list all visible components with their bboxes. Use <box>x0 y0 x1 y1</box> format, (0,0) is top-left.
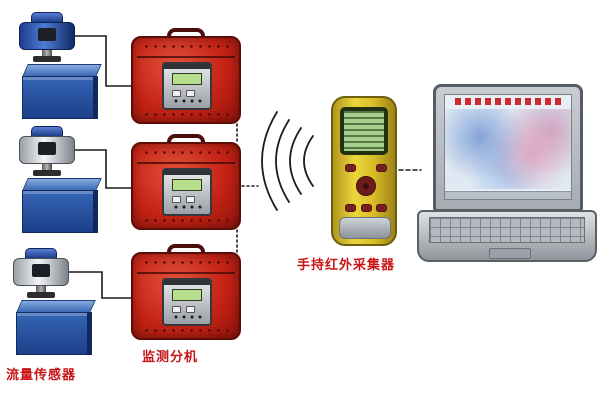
transmitter-base <box>27 292 55 298</box>
transmitter-neck <box>42 164 52 170</box>
case-handle <box>167 134 205 148</box>
case-rivets <box>142 113 230 116</box>
keypad-key <box>376 164 387 172</box>
panel-button <box>186 90 195 97</box>
handheld-lower-panel <box>339 217 391 239</box>
panel-button <box>172 306 181 313</box>
handheld-lcd <box>344 111 384 151</box>
label-handheld-collector: 手持红外采集器 <box>297 258 396 273</box>
flow-sensor-3 <box>10 248 114 362</box>
wireless-wave-4 <box>261 111 278 211</box>
laptop-screen <box>444 94 572 200</box>
tank-front-face <box>22 76 98 119</box>
monitor-case-1 <box>131 28 241 128</box>
case-rivets <box>142 45 230 48</box>
handheld-screen-bezel <box>340 107 388 155</box>
panel-lcd <box>172 73 202 85</box>
case-control-panel <box>162 62 212 110</box>
case-rivets <box>142 261 230 264</box>
case-rivets <box>142 151 230 154</box>
panel-button <box>172 90 181 97</box>
laptop-lid <box>433 84 583 212</box>
case-seam <box>137 272 235 274</box>
panel-button <box>172 196 181 203</box>
screen-title-text <box>455 98 561 105</box>
sensor-transmitter <box>18 12 76 62</box>
monitor-case-2 <box>131 134 241 234</box>
keypad-key <box>376 204 387 212</box>
transmitter-base <box>33 170 61 176</box>
wireless-wave-3 <box>275 119 290 203</box>
label-flow-sensor: 流量传感器 <box>6 368 77 383</box>
keypad-dpad <box>356 176 376 196</box>
flow-sensor-1 <box>16 12 120 126</box>
sensor-transmitter <box>18 126 76 176</box>
tank-front-face <box>16 312 92 355</box>
handheld-collector <box>331 96 397 246</box>
panel-strip <box>164 64 210 69</box>
wireless-wave-1 <box>303 135 314 187</box>
sensor-tank <box>16 300 96 356</box>
panel-keys <box>172 205 204 209</box>
tank-front-face <box>22 190 98 233</box>
flow-sensor-2 <box>16 126 120 240</box>
transmitter-neck <box>42 50 52 56</box>
panel-keys <box>172 315 204 319</box>
case-body <box>131 142 241 230</box>
case-handle <box>167 28 205 42</box>
wireless-wave-2 <box>289 127 302 195</box>
case-control-panel <box>162 278 212 326</box>
case-body <box>131 36 241 124</box>
case-control-panel <box>162 168 212 216</box>
case-rivets <box>142 219 230 222</box>
sensor-transmitter <box>12 248 70 298</box>
case-rivets <box>142 329 230 332</box>
panel-lcd <box>172 179 202 191</box>
panel-strip <box>164 170 210 175</box>
label-monitor-branch: 监测分机 <box>142 350 199 365</box>
case-seam <box>137 56 235 58</box>
panel-strip <box>164 280 210 285</box>
screen-software-content <box>445 109 571 189</box>
case-handle <box>167 244 205 258</box>
handheld-keypad <box>342 162 390 216</box>
keypad-key <box>345 204 356 212</box>
transmitter-display <box>32 264 50 277</box>
sensor-tank <box>22 64 102 120</box>
sensor-tank <box>22 178 102 234</box>
laptop-base <box>417 210 597 262</box>
panel-lcd <box>172 289 202 301</box>
transmitter-display <box>38 28 56 41</box>
keypad-key <box>345 164 356 172</box>
panel-button <box>186 196 195 203</box>
laptop <box>417 84 597 262</box>
transmitter-display <box>38 142 56 155</box>
case-seam <box>137 162 235 164</box>
panel-button <box>186 306 195 313</box>
screen-taskbar <box>445 191 571 199</box>
laptop-keyboard <box>429 217 585 243</box>
transmitter-base <box>33 56 61 62</box>
case-body <box>131 252 241 340</box>
transmitter-neck <box>36 286 46 292</box>
panel-keys <box>172 99 204 103</box>
monitor-case-3 <box>131 244 241 344</box>
laptop-touchpad <box>489 248 531 259</box>
keypad-key <box>361 204 372 212</box>
